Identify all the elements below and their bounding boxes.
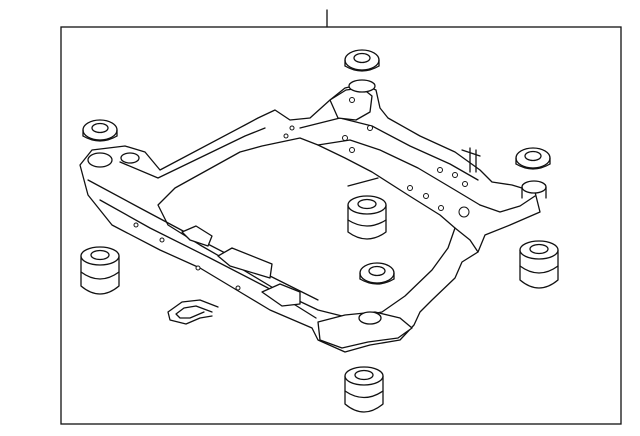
rear-stud [461,147,481,173]
mount-washer-center[interactable] [359,262,395,285]
mount-washer-right[interactable] [515,147,551,170]
mounting-holes [133,97,470,291]
front-rail-bracket-1 [181,225,213,247]
right-arm-outer [479,195,536,213]
front-right-plate [317,311,413,349]
mount-bushing-center[interactable] [347,195,387,240]
right-mount-boss-side [521,186,547,199]
left-arm-edge [119,127,266,179]
rear-tower [329,87,373,121]
mount-bushing-bottom[interactable] [344,366,384,413]
right-arm-edge [454,227,479,253]
mount-bushing-right[interactable] [519,240,559,289]
rear-crossbar-edge [299,117,479,181]
left-mount-boss [87,152,113,168]
rear-tower-mount [348,79,376,93]
front-rail-bracket-2 [217,247,273,279]
front-mount-boss [358,311,382,325]
crossmember-frame[interactable] [79,79,547,353]
mount-bushing-left[interactable] [80,246,120,295]
mount-washer-top[interactable] [344,49,380,72]
mount-washer-left[interactable] [82,119,118,142]
front-rail-bracket-3 [261,283,301,307]
right-mount-boss [521,180,547,194]
inner-brace [347,177,379,187]
left-mount-boss-2 [120,152,140,164]
diagram-border [60,26,622,425]
retaining-clip[interactable] [167,299,219,325]
